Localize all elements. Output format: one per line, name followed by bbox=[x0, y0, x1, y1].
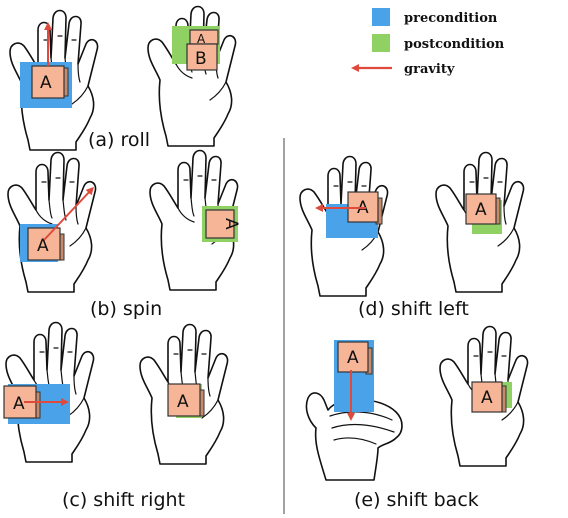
cube-label-shift-back-post: A bbox=[481, 388, 493, 408]
panel-shift-left: A A (d) shift left bbox=[299, 151, 525, 320]
cube-spin-post: A bbox=[205, 209, 241, 239]
rotation-arrow-spin bbox=[43, 186, 95, 241]
cube-label-spin-post: A bbox=[221, 218, 241, 230]
legend-postcondition-swatch bbox=[372, 34, 390, 52]
cube-label-spin-pre: A bbox=[37, 236, 49, 256]
legend-precondition-label: precondition bbox=[404, 11, 498, 26]
legend-precondition-swatch bbox=[372, 8, 390, 26]
caption-spin: (b) spin bbox=[90, 298, 162, 320]
cube-roll-post: A B bbox=[186, 29, 219, 71]
panel-shift-right: A A (c) shift right bbox=[3, 321, 229, 511]
cube-shift-left-post: A bbox=[465, 193, 501, 225]
cube-roll-pre: A bbox=[31, 65, 69, 99]
legend: precondition postcondition gravity bbox=[351, 8, 505, 77]
cube-label-roll-post-b: B bbox=[195, 49, 207, 69]
panel-spin: A A (b) spin bbox=[7, 149, 241, 320]
cube-spin-pre: A bbox=[27, 227, 65, 261]
caption-roll: (a) roll bbox=[88, 129, 150, 151]
caption-shift-right: (c) shift right bbox=[62, 489, 185, 511]
cube-label-shift-right-post: A bbox=[177, 392, 189, 412]
cube-shift-back-post: A bbox=[471, 381, 507, 413]
caption-shift-back: (e) shift back bbox=[354, 489, 479, 511]
cube-label-roll-pre: A bbox=[40, 73, 52, 93]
cube-label-shift-right-pre: A bbox=[13, 394, 25, 414]
cube-shift-back-pre: A bbox=[337, 341, 373, 375]
legend-gravity-label: gravity bbox=[404, 62, 455, 77]
cube-shift-right-post: A bbox=[167, 383, 205, 417]
panel-roll: A A B (a) roll bbox=[9, 5, 237, 151]
cube-label-shift-left-post: A bbox=[475, 200, 487, 220]
panel-shift-back: A A (e) shift back bbox=[305, 325, 529, 511]
cube-label-shift-back-pre: A bbox=[347, 348, 359, 368]
cube-label-roll-post-a: A bbox=[197, 32, 206, 46]
caption-shift-left: (d) shift left bbox=[358, 298, 469, 320]
legend-postcondition-label: postcondition bbox=[404, 37, 505, 52]
hand-spin-pre bbox=[7, 151, 97, 293]
